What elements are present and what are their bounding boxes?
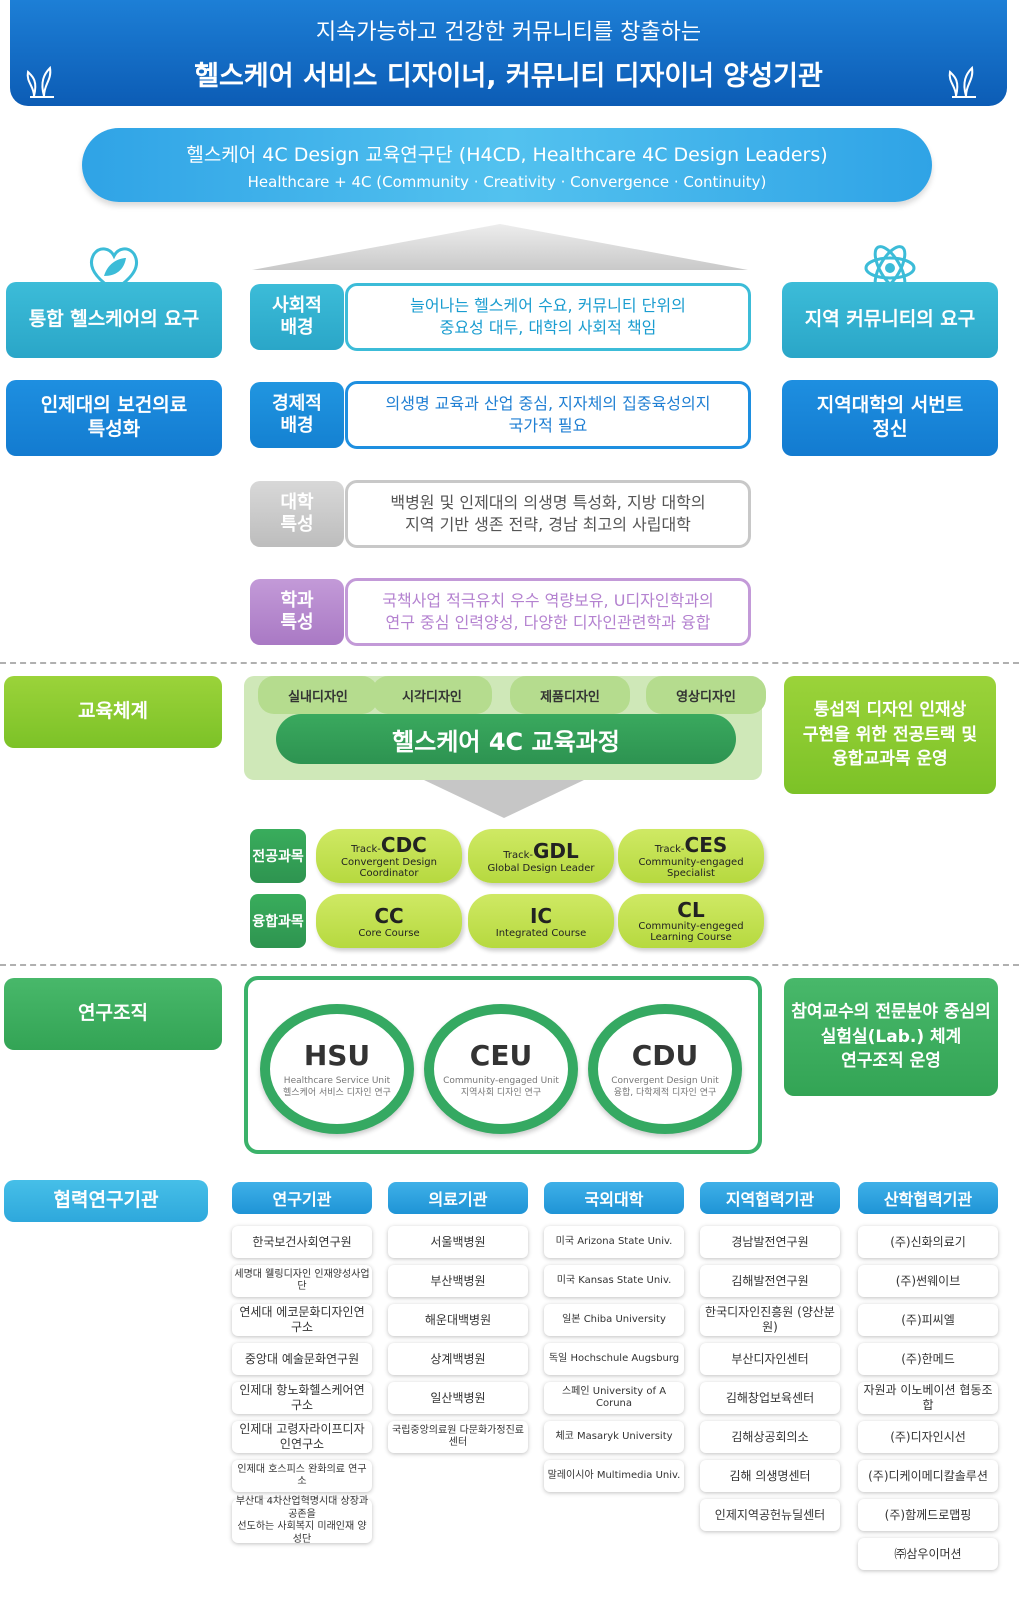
need-label: 인제대의 보건의료 특성화: [40, 394, 188, 440]
course-cc: CC Core Course: [316, 894, 462, 948]
partner-item: 독일 Hochschule Augsburg: [544, 1343, 684, 1375]
partner-item: 상계백병원: [388, 1343, 528, 1375]
header-subtitle: 지속가능하고 건강한 커뮤니티를 창출하는: [315, 19, 702, 45]
section-divider: [0, 964, 1019, 966]
partner-item: 인제대 고령자라이프디자인연구소: [232, 1421, 372, 1453]
partner-item: 연세대 에코문화디자인연구소: [232, 1304, 372, 1336]
track-ces: Track-CES Community-engaged Specialist: [618, 829, 764, 883]
partner-item: 경남발전연구원: [700, 1226, 840, 1258]
partner-item: (주)피씨엘: [858, 1304, 998, 1336]
partner-item: 자원과 이노베이션 협동조합: [858, 1382, 998, 1414]
inje-specialization: 인제대의 보건의료 특성화: [6, 380, 222, 456]
course-ic: IC Integrated Course: [468, 894, 614, 948]
course-cl: CL Community-engeged Learning Course: [618, 894, 764, 948]
partner-item: 김해발전연구원: [700, 1265, 840, 1297]
major-course-tag: 전공과목: [250, 829, 306, 883]
partner-item: (주)디케이메디칼솔루션: [858, 1460, 998, 1492]
partner-item: 김해상공회의소: [700, 1421, 840, 1453]
partner-item: 미국 Arizona State Univ.: [544, 1226, 684, 1258]
track-gdl: Track-GDL Global Design Leader: [468, 829, 614, 883]
subject-video: 영상디자인: [646, 676, 766, 714]
partner-item: 한국디자인진흥원 (양산분원): [700, 1304, 840, 1336]
convergence-course-tag: 융합과목: [250, 894, 306, 948]
partner-item: 중앙대 예술문화연구원: [232, 1343, 372, 1375]
partner-column-head: 연구기관: [232, 1182, 372, 1214]
partner-item: 김해창업보육센터: [700, 1382, 840, 1414]
partner-item: 스페인 University of A Coruna: [544, 1382, 684, 1414]
local-community-need: 지역 커뮤니티의 요구: [782, 282, 998, 358]
partner-item: (주)함께드로맵핑: [858, 1499, 998, 1531]
partner-item: 한국보건사회연구원: [232, 1226, 372, 1258]
track-cdc: Track-CDC Convergent Design Coordinator: [316, 829, 462, 883]
partners-label: 협력연구기관: [4, 1180, 208, 1222]
partner-item: (주)한메드: [858, 1343, 998, 1375]
arrow-down: [424, 780, 584, 818]
course-bar: 헬스케어 4C 교육과정: [276, 714, 736, 764]
partner-column-head: 지역협력기관: [700, 1182, 840, 1214]
partner-item: 부산백병원: [388, 1265, 528, 1297]
social-background-text: 늘어나는 헬스케어 수요, 커뮤니티 단위의 중요성 대두, 대학의 사회적 책…: [345, 283, 751, 351]
research-description: 참여교수의 전문분야 중심의 실험실(Lab.) 체계 연구조직 운영: [784, 978, 998, 1096]
education-description: 통섭적 디자인 인재상 구현을 위한 전공트랙 및 융합교과목 운영: [784, 676, 996, 794]
partner-item: 서울백병원: [388, 1226, 528, 1258]
partner-column-head: 국외대학: [544, 1182, 684, 1214]
partner-item: 일산백병원: [388, 1382, 528, 1414]
partner-item: 해운대백병원: [388, 1304, 528, 1336]
subject-visual: 시각디자인: [372, 676, 492, 714]
department-trait-text: 국책사업 적극유치 우수 역량보유, U디자인학과의 연구 중심 인력양성, 다…: [345, 578, 751, 646]
partner-column-head: 산학협력기관: [858, 1182, 998, 1214]
partner-item: (주)썬웨이브: [858, 1265, 998, 1297]
partner-item: 부산대 4차산업혁명시대 상장과 공존을 선도하는 사회복지 미래인재 양성단: [232, 1496, 372, 1545]
subject-product: 제품디자인: [510, 676, 630, 714]
servant-spirit: 지역대학의 서번트 정신: [782, 380, 998, 456]
integrated-healthcare-need: 통합 헬스케어의 요구: [6, 282, 222, 358]
economic-background-text: 의생명 교육과 산업 중심, 지자체의 집중육성의지 국가적 필요: [345, 381, 751, 449]
partner-item: 말레이시아 Multimedia Univ.: [544, 1460, 684, 1492]
partner-item: 인제지역공헌뉴딜센터: [700, 1499, 840, 1531]
header-title: 헬스케어 서비스 디자이너, 커뮤니티 디자이너 양성기관: [194, 60, 823, 92]
need-label: 지역 커뮤니티의 요구: [804, 308, 976, 331]
leaf-icon: [948, 65, 976, 98]
heart-leaf-icon: [90, 247, 138, 292]
program-banner: 헬스케어 4C Design 교육연구단 (H4CD, Healthcare 4…: [82, 128, 932, 202]
department-trait-label: 학과 특성: [250, 579, 344, 645]
section-divider: [0, 662, 1019, 664]
partner-item: (주)신화의료기: [858, 1226, 998, 1258]
need-label: 지역대학의 서번트 정신: [816, 394, 964, 440]
program-title: 헬스케어 4C Design 교육연구단 (H4CD, Healthcare 4…: [186, 143, 828, 166]
subject-interior: 실내디자인: [258, 676, 378, 714]
partner-column-head: 의료기관: [388, 1182, 528, 1214]
university-trait-label: 대학 특성: [250, 481, 344, 547]
partner-item: 체코 Masaryk University: [544, 1421, 684, 1453]
partner-item: (주)디자인시선: [858, 1421, 998, 1453]
partner-item: 국립중앙의료원 다문화가정진료센터: [388, 1421, 528, 1453]
pyramid-top: [252, 224, 748, 270]
education-system-label: 교육체계: [4, 676, 222, 748]
partner-item: 미국 Kansas State Univ.: [544, 1265, 684, 1297]
header-banner: 지속가능하고 건강한 커뮤니티를 창출하는 헬스케어 서비스 디자이너, 커뮤니…: [10, 0, 1007, 106]
partner-item: 인제대 호스피스 완화의료 연구소: [232, 1460, 372, 1492]
leaf-icon: [26, 65, 54, 98]
partner-item: 일본 Chiba University: [544, 1304, 684, 1336]
partner-item: 부산디자인센터: [700, 1343, 840, 1375]
partner-item: 세명대 웰링디자인 인재양성사업단: [232, 1265, 372, 1297]
partner-item: 인제대 항노화헬스케어연구소: [232, 1382, 372, 1414]
social-background-label: 사회적 배경: [250, 284, 344, 350]
university-trait-text: 백병원 및 인제대의 의생명 특성화, 지방 대학의 지역 기반 생존 전략, …: [345, 480, 751, 548]
economic-background-label: 경제적 배경: [250, 382, 344, 448]
partner-item: 김해 의생명센터: [700, 1460, 840, 1492]
program-subtitle: Healthcare + 4C (Community · Creativity …: [247, 172, 767, 191]
partner-item: ㈜삼우이머션: [858, 1538, 998, 1570]
research-org-label: 연구조직: [4, 978, 222, 1050]
need-label: 통합 헬스케어의 요구: [28, 308, 200, 331]
